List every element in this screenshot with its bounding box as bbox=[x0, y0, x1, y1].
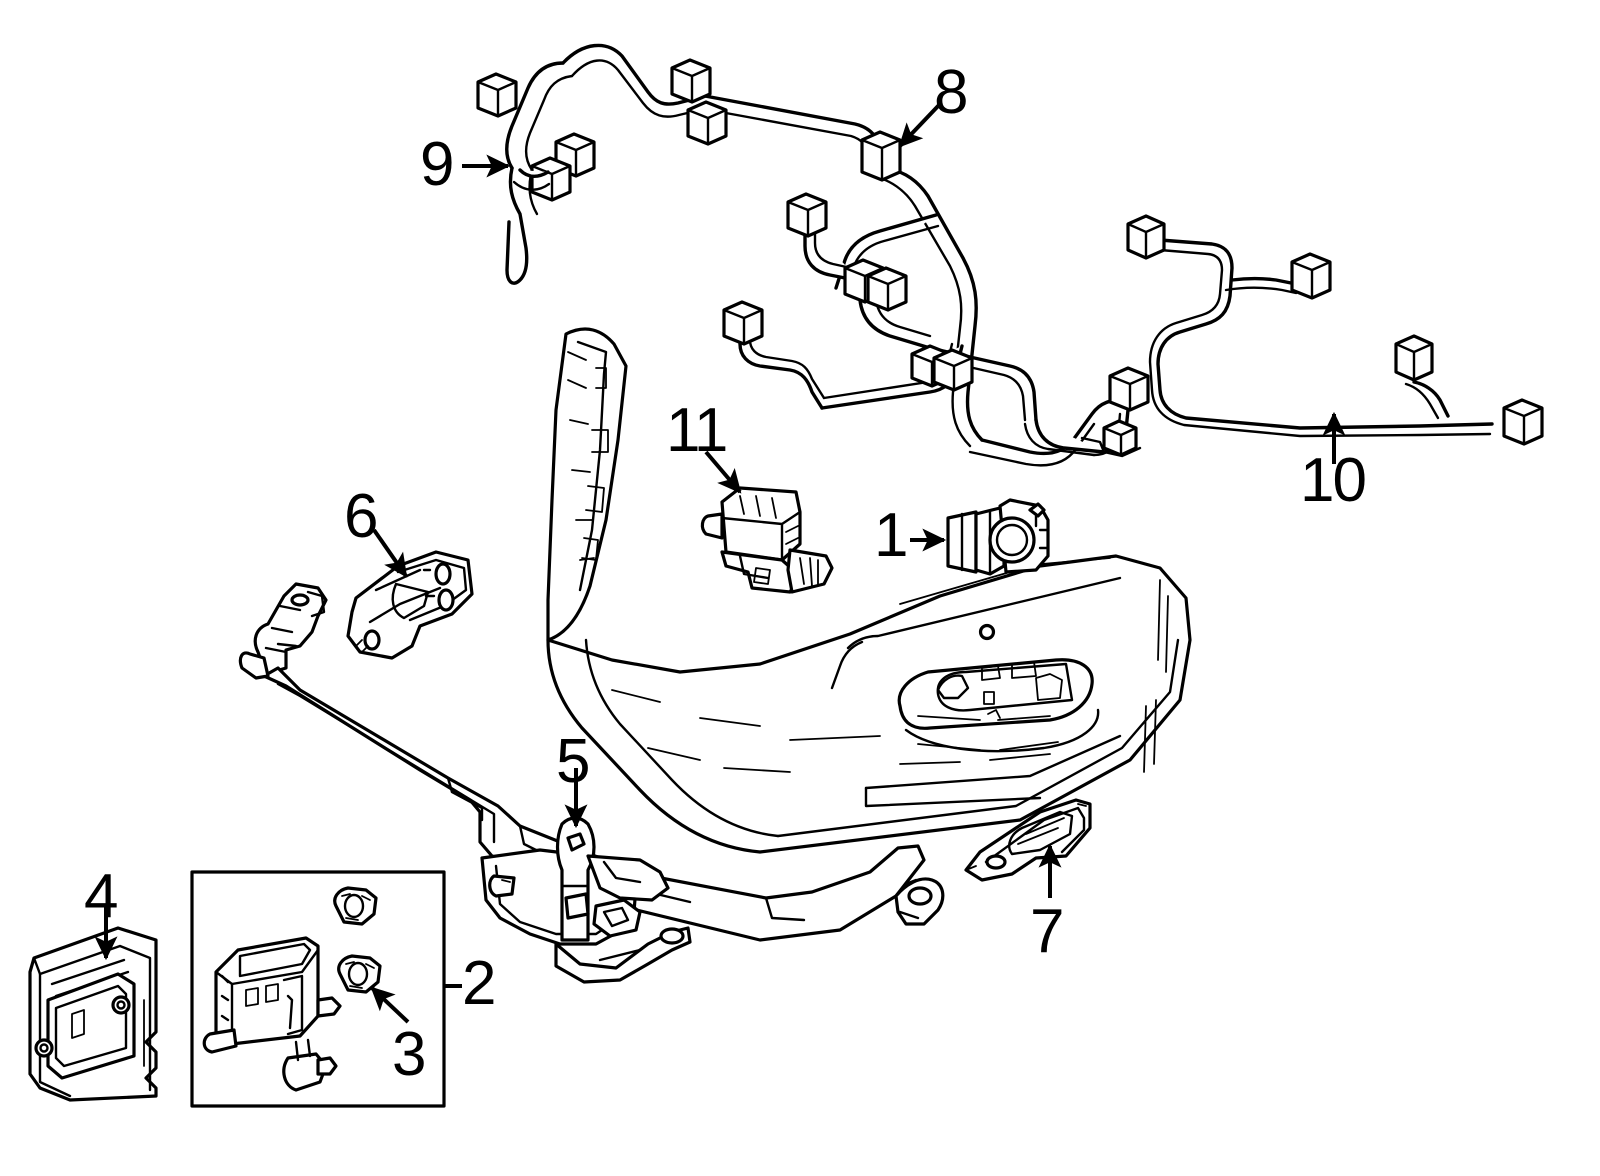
leader-6 bbox=[372, 528, 408, 578]
callout-label-1: 1 bbox=[874, 501, 909, 570]
center-bracket-rail-5 bbox=[238, 582, 945, 984]
callout-label-10: 10 bbox=[1300, 446, 1367, 515]
callout-label-9: 9 bbox=[420, 130, 455, 199]
callout-label-6: 6 bbox=[344, 482, 379, 551]
callout-label-11: 11 bbox=[666, 396, 728, 465]
leader-11 bbox=[704, 450, 742, 494]
callout-label-8: 8 bbox=[934, 58, 969, 127]
leader-3 bbox=[370, 986, 410, 1024]
callout-label-5: 5 bbox=[556, 727, 591, 796]
harness-connectors bbox=[476, 58, 1150, 457]
sensor-connector-module-11 bbox=[700, 486, 834, 594]
right-bracket-7 bbox=[964, 798, 1092, 882]
park-assist-sensor-1 bbox=[946, 498, 1050, 576]
fog-lamp-harness-10 bbox=[1126, 214, 1544, 446]
distance-sensor-kit-box-2 bbox=[190, 870, 446, 1108]
connector-cube bbox=[476, 58, 1150, 457]
distance-sensor-module bbox=[202, 936, 342, 1092]
module-cover-4 bbox=[28, 926, 158, 1102]
leader-8 bbox=[898, 102, 942, 148]
callout-leaders bbox=[94, 102, 1346, 1024]
callout-label-4: 4 bbox=[84, 862, 119, 931]
harness-branch-9 bbox=[505, 166, 551, 285]
callout-label-2: 2 bbox=[462, 949, 497, 1018]
left-bracket-6 bbox=[346, 550, 474, 660]
sensor-nut-lower bbox=[337, 954, 382, 994]
callout-label-7: 7 bbox=[1030, 897, 1065, 966]
sensor-nut-upper bbox=[333, 886, 378, 926]
callout-label-3: 3 bbox=[392, 1020, 427, 1089]
front-bumper-cover bbox=[546, 327, 1192, 854]
